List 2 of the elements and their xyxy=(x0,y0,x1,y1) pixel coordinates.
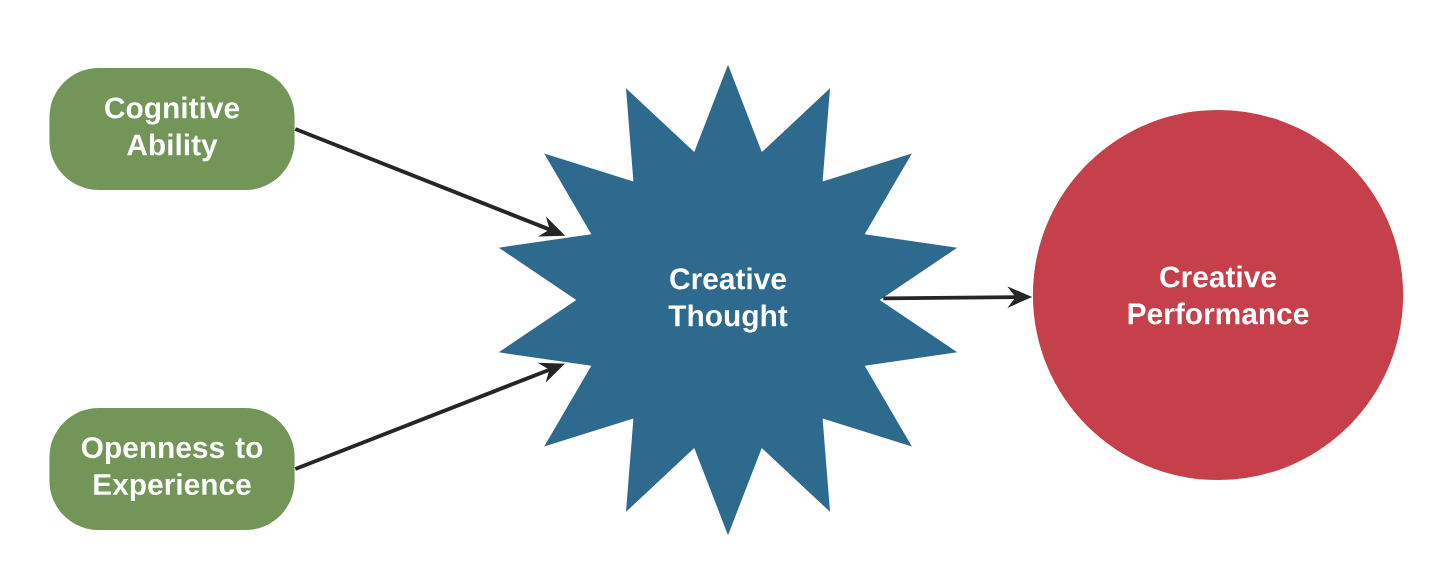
process-box: Openness to Experience xyxy=(49,408,295,531)
process-box: Cognitive Ability xyxy=(49,68,295,191)
